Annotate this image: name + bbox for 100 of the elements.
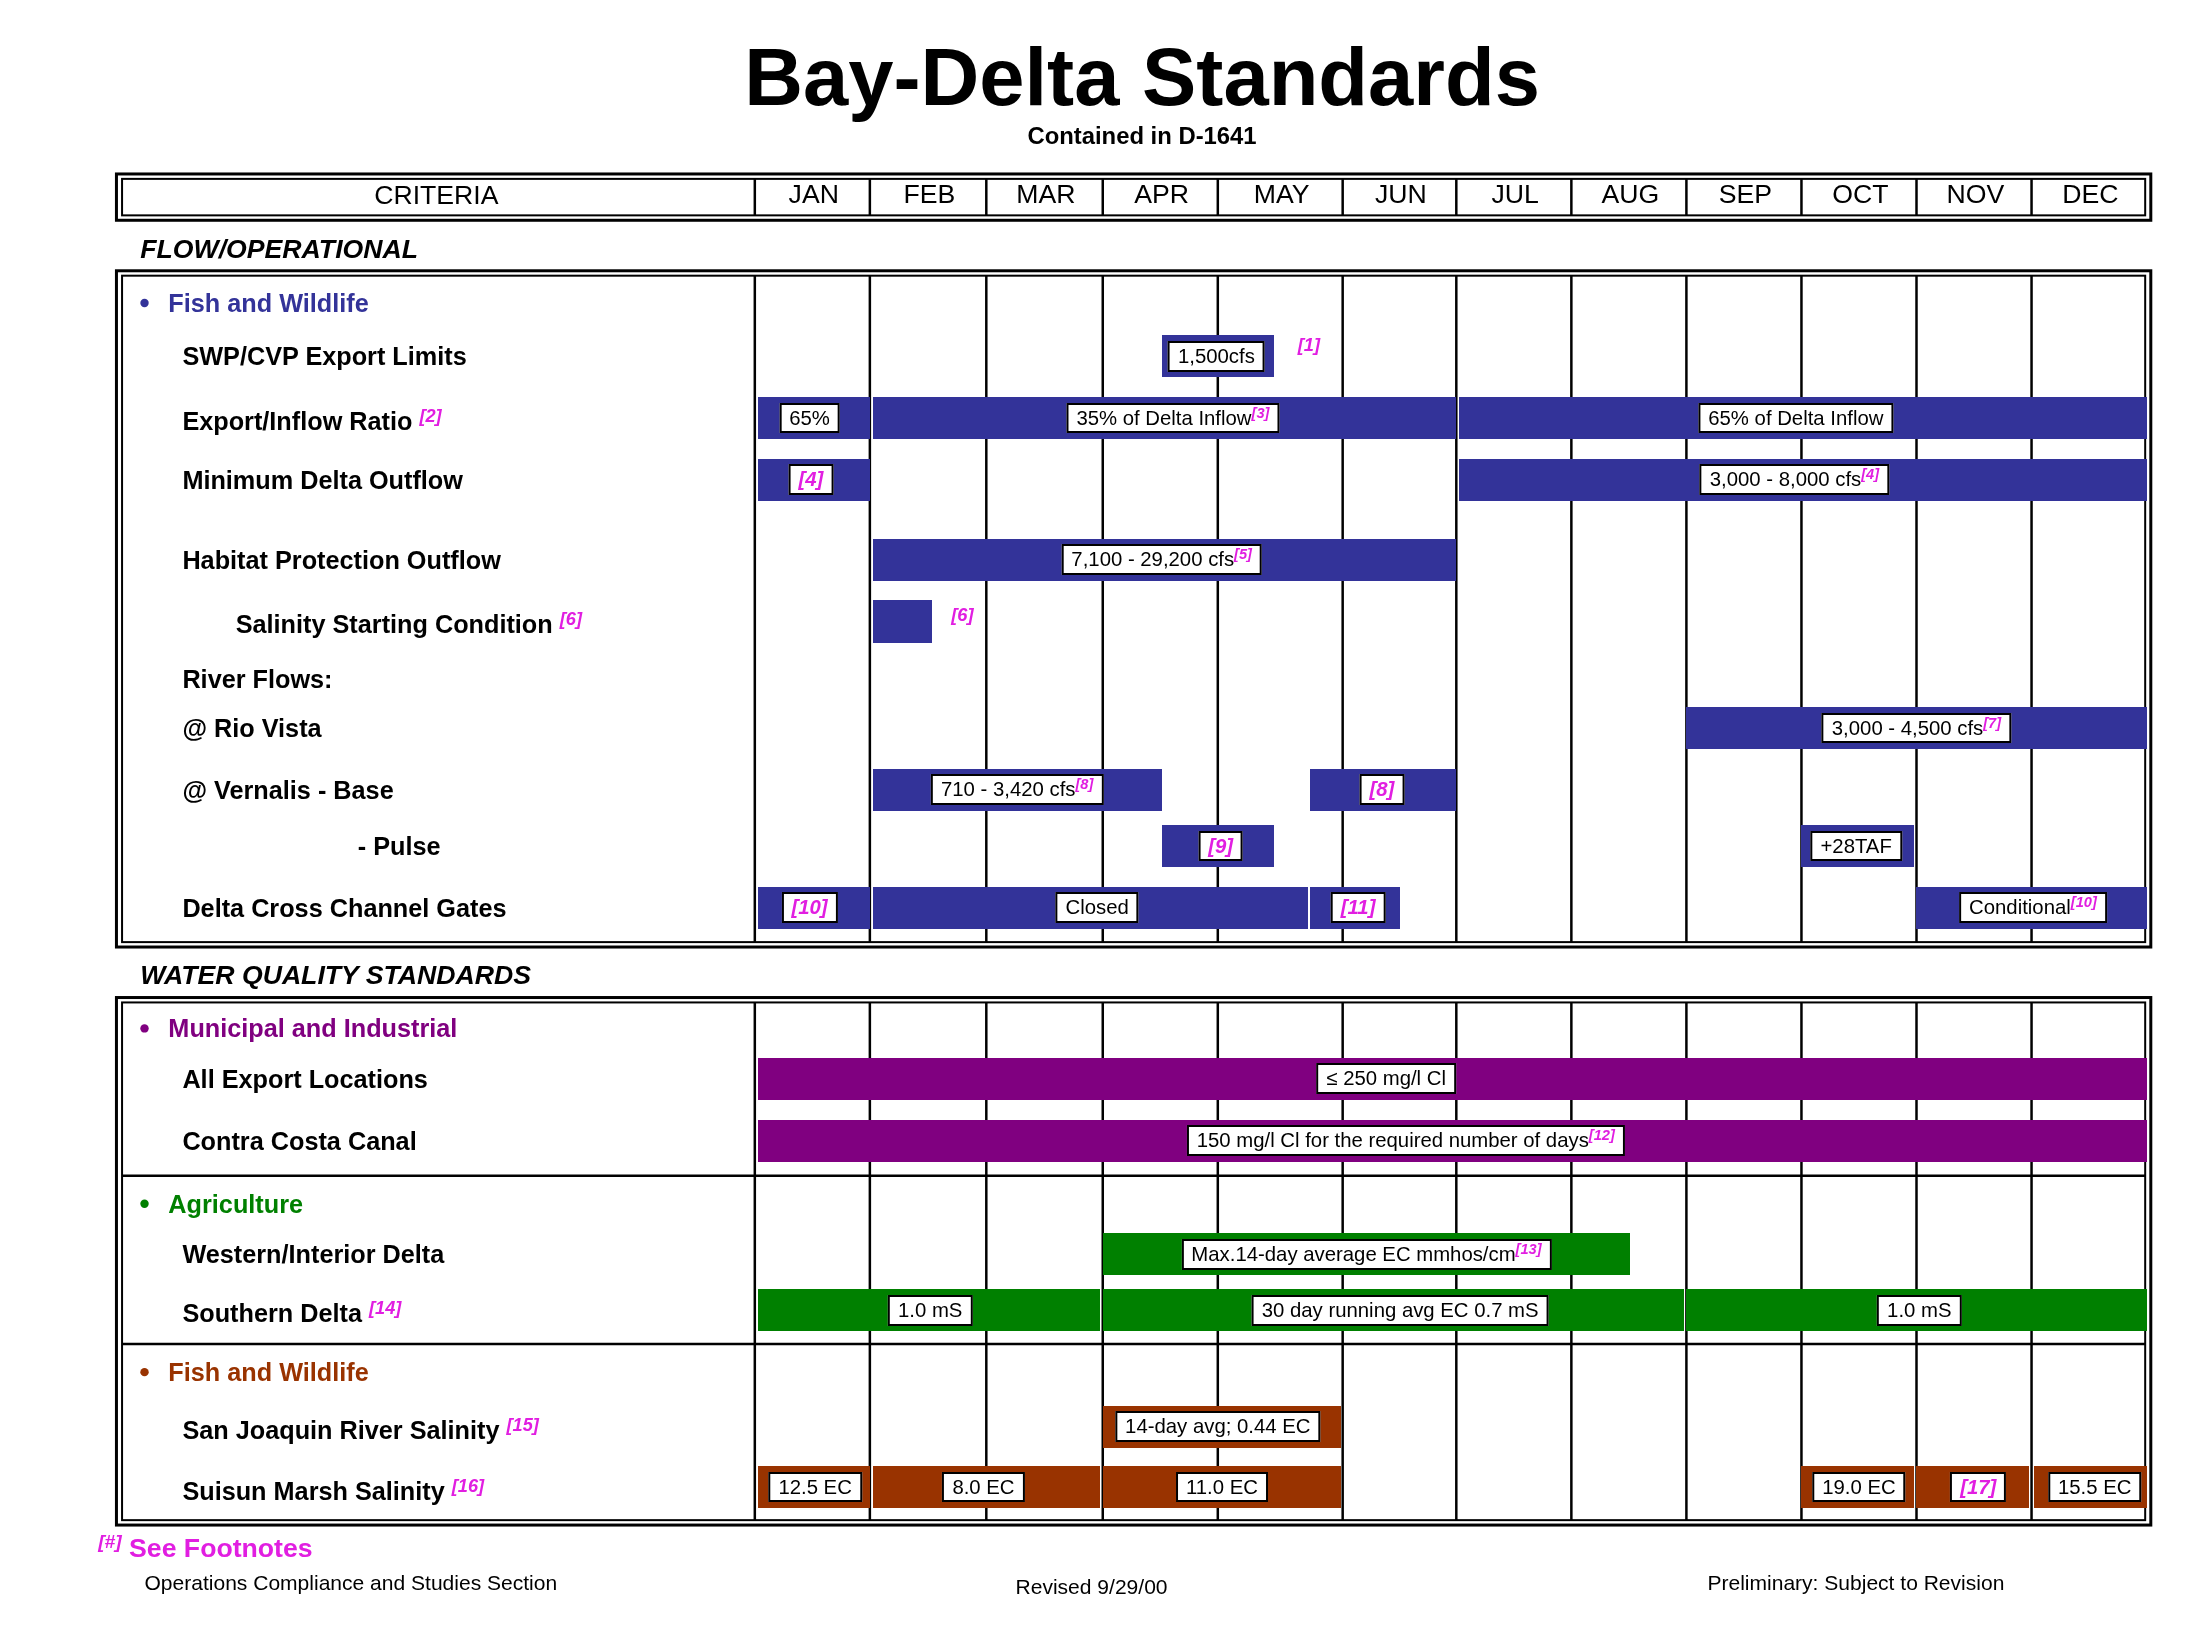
row-label: Minimum Delta Outflow [182,464,463,495]
schedule-bar [757,1466,870,1509]
row-label: @ Vernalis - Base [182,774,394,805]
schedule-bar [1102,1405,1342,1448]
schedule-bar [1686,1289,2147,1332]
schedule-bar [1102,1466,1342,1509]
schedule-bar [1161,824,1274,868]
value-label: Conditional$^{[10]}$ [1959,892,2107,923]
footnote-mark: [8] [1359,774,1405,806]
value-label: Closed [1055,892,1139,923]
value-label: 15.5 EC [2047,1471,2142,1503]
schedule-bar [872,1466,1100,1509]
footnote-mark: [1] [1297,334,1321,357]
section-heading: FLOW/OPERATIONAL [140,233,419,266]
row-label: All Export Locations [182,1063,428,1095]
value-label: 1.0 mS [887,1294,973,1326]
schedule-bar [872,538,1457,581]
footnote-link: $^{[#]}$ See Footnotes [98,1532,313,1565]
footnote-mark: [9] [1198,830,1243,862]
row-label: Southern Delta $^{[14]}$ [182,1298,402,1329]
value-label: 150 mg/l Cl for the required number of days$^{[12]}$ [1186,1125,1625,1156]
value-label: 8.0 EC [942,1471,1025,1503]
schedule-bar [1102,1233,1631,1276]
schedule-bar [757,458,870,501]
row-label: Western/Interior Delta [182,1239,445,1270]
schedule-bar [1916,1466,2029,1509]
value-label: 710 - 3,420 cfs$^{[8]}$ [931,774,1104,806]
month-header: SEP [1718,179,1772,211]
footnote-mark: [10] [781,892,838,923]
schedule-bar [757,1119,2147,1162]
value-label: 65% [779,402,840,434]
month-header: MAY [1253,179,1310,211]
value-label: 1,500cfs [1167,340,1265,372]
value-label: +28TAF [1810,830,1902,862]
row-label: Delta Cross Channel Gates [182,892,507,923]
month-header: OCT [1832,179,1889,211]
category-heading: Agriculture [168,1188,304,1219]
value-label: 30 day running avg EC 0.7 mS [1251,1294,1549,1326]
schedule-bar [1310,768,1457,811]
schedule-bar [757,886,870,929]
row-label: Habitat Protection Outflow [182,544,501,575]
schedule-bar [757,1289,1100,1332]
row-label: Contra Costa Canal [182,1125,417,1156]
month-header: DEC [2062,179,2119,211]
category-heading: Municipal and Industrial [168,1013,458,1044]
month-header: FEB [903,179,956,211]
schedule-bar [1310,886,1401,929]
footnote-mark: [17] [1950,1471,2007,1503]
month-header: AUG [1601,179,1660,211]
value-label: 7,100 - 29,200 cfs$^{[5]}$ [1061,544,1262,575]
month-header: NOV [1946,179,2005,211]
value-label: 11.0 EC [1176,1471,1268,1503]
schedule-bar [872,397,1457,440]
category-heading: Fish and Wildlife [168,1357,369,1388]
row-label: River Flows: [182,663,333,695]
schedule-bar [1459,397,2147,440]
footnote-mark: [4] [788,464,834,496]
value-label: 65% of Delta Inflow [1698,402,1894,434]
schedule-bar [1161,335,1274,378]
row-label: San Joaquin River Salinity $^{[15]}$ [182,1414,539,1445]
section-heading: WATER QUALITY STANDARDS [140,960,532,993]
row-label: Export/Inflow Ratio $^{[2]}$ [182,405,442,437]
column-header: CRITERIA [374,180,499,213]
month-header: JAN [788,179,839,211]
month-header: JUL [1491,179,1539,211]
row-label: @ Rio Vista [182,713,322,744]
value-label: Max.14-day average EC mmhos/cm$^{[13]}$ [1181,1238,1552,1270]
schedule-bar [1916,886,2147,929]
value-label: ≤ 250 mg/l Cl [1316,1063,1456,1095]
schedule-bar [1801,1466,1914,1509]
value-label: 3,000 - 8,000 cfs$^{[4]}$ [1699,464,1890,496]
row-label: - Pulse [357,830,441,862]
value-label: 14-day avg; 0.44 EC [1115,1411,1321,1443]
footnote-mark: [11] [1330,892,1386,923]
value-label: 35% of Delta Inflow$^{[3]}$ [1066,402,1280,434]
schedule-bar [872,600,932,643]
footer-note: Operations Compliance and Studies Section [144,1569,558,1596]
schedule-bar [757,1057,2147,1100]
row-label: Suisun Marsh Salinity $^{[16]}$ [182,1476,485,1507]
value-label: 3,000 - 4,500 cfs$^{[7]}$ [1821,712,2012,744]
row-label: Salinity Starting Condition $^{[6]}$ [235,609,582,640]
schedule-bar [2034,1466,2147,1509]
footer-note: Preliminary: Subject to Revision [1707,1569,2005,1596]
month-header: APR [1134,179,1190,211]
schedule-bar [1102,1289,1684,1332]
row-label: SWP/CVP Export Limits [182,341,467,372]
month-header: MAR [1016,179,1076,211]
schedule-bar [872,886,1308,929]
value-label: 12.5 EC [768,1471,862,1503]
category-heading: Fish and Wildlife [168,287,369,319]
value-label: 19.0 EC [1812,1471,1906,1503]
schedule-bar [757,397,870,440]
month-header: JUN [1375,179,1427,211]
footnote-mark: [6] [951,603,974,626]
value-label: 1.0 mS [1877,1294,1962,1326]
schedule-bar [872,768,1162,811]
schedule-bar [1686,707,2147,750]
footer-note: Revised 9/29/00 [1015,1574,1168,1600]
schedule-bar [1801,824,1914,868]
schedule-bar [1459,458,2147,501]
